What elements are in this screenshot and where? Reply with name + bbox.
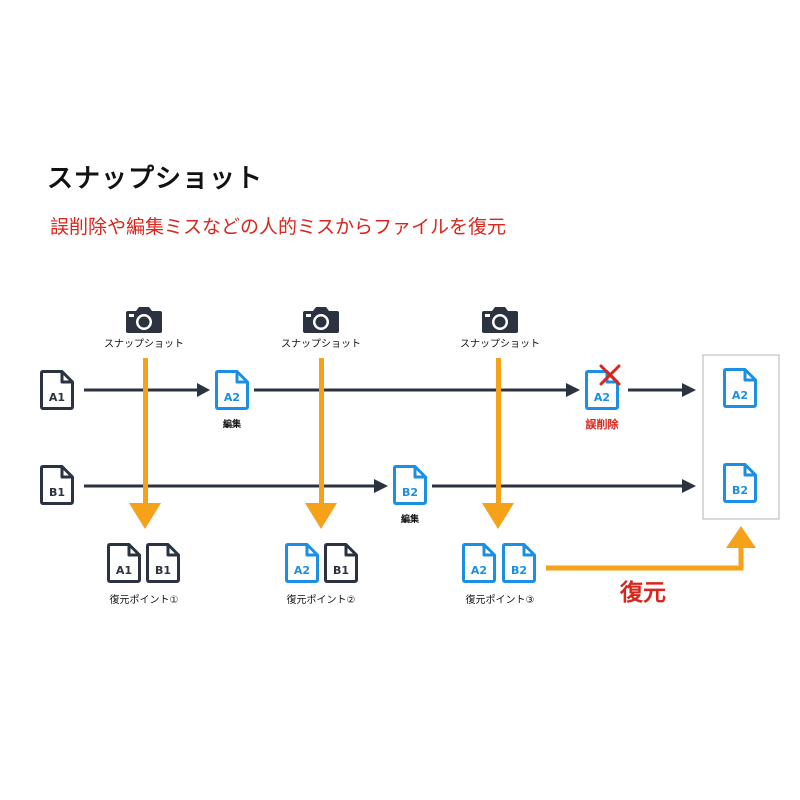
restored-files-box: A2 B2 bbox=[702, 354, 780, 520]
file-b1: B1 bbox=[40, 465, 74, 505]
restore-point-2: A2 B1 復元ポイント② bbox=[285, 543, 358, 606]
svg-text:B1: B1 bbox=[49, 486, 65, 499]
restore-arrow bbox=[546, 526, 756, 571]
page-subtitle: 誤削除や編集ミスなどの人的ミスからファイルを復元 bbox=[50, 216, 507, 238]
snapshot-label: スナップショット bbox=[281, 338, 361, 350]
svg-text:B2: B2 bbox=[511, 564, 527, 577]
snapshot-3: スナップショット bbox=[460, 307, 540, 350]
svg-text:B1: B1 bbox=[155, 564, 171, 577]
snapshot-label: スナップショット bbox=[104, 338, 184, 350]
timeline-a bbox=[84, 383, 696, 397]
file-b2-edited: B2 編集 bbox=[393, 465, 427, 525]
svg-text:B1: B1 bbox=[333, 564, 349, 577]
restore-point-label: 復元ポイント② bbox=[287, 593, 356, 606]
delete-x-icon bbox=[599, 364, 621, 386]
snapshot-arrow-2 bbox=[305, 358, 337, 529]
file-a2-edited: A2 編集 bbox=[215, 370, 249, 430]
restore-point-3: A2 B2 復元ポイント③ bbox=[462, 543, 536, 606]
svg-text:A2: A2 bbox=[294, 564, 310, 577]
restore-point-1: A1 B1 復元ポイント① bbox=[107, 543, 180, 606]
snapshot-arrow-3 bbox=[482, 358, 514, 529]
svg-text:A2: A2 bbox=[732, 389, 748, 402]
svg-text:A1: A1 bbox=[49, 391, 65, 404]
svg-text:B2: B2 bbox=[732, 484, 748, 497]
svg-text:B2: B2 bbox=[402, 486, 418, 499]
camera-icon bbox=[126, 307, 162, 333]
page-title: スナップショット bbox=[47, 164, 264, 194]
snapshot-arrow-1 bbox=[129, 358, 161, 529]
edit-label: 編集 bbox=[223, 418, 242, 430]
snapshot-2: スナップショット bbox=[281, 307, 361, 350]
svg-text:A1: A1 bbox=[116, 564, 132, 577]
svg-text:A2: A2 bbox=[471, 564, 487, 577]
camera-icon bbox=[303, 307, 339, 333]
restore-label: 復元 bbox=[619, 579, 666, 606]
restore-point-label: 復元ポイント① bbox=[110, 593, 179, 606]
timeline-b bbox=[84, 479, 696, 493]
snapshot-label: スナップショット bbox=[460, 338, 540, 350]
camera-icon bbox=[482, 307, 518, 333]
file-a2-deleted: A2 誤削除 bbox=[585, 364, 621, 431]
snapshot-1: スナップショット bbox=[104, 307, 184, 350]
edit-label: 編集 bbox=[401, 513, 420, 525]
file-a1: A1 bbox=[40, 370, 74, 410]
svg-text:A2: A2 bbox=[594, 391, 610, 404]
mistake-label: 誤削除 bbox=[586, 417, 620, 431]
svg-text:A2: A2 bbox=[224, 391, 240, 404]
restore-point-label: 復元ポイント③ bbox=[466, 593, 535, 606]
